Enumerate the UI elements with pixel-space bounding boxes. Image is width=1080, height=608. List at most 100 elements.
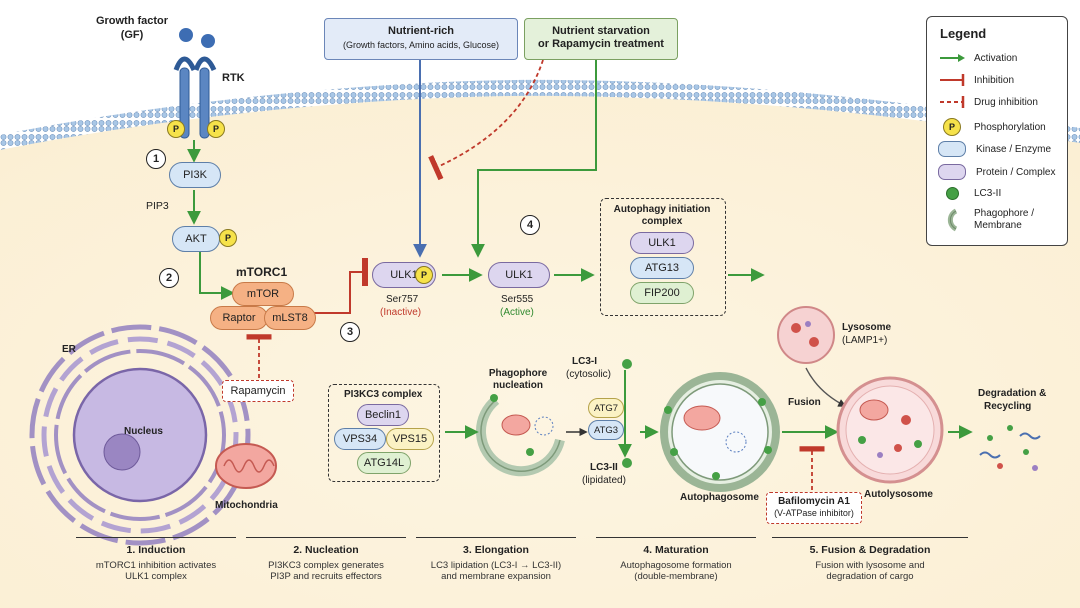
fip200-node: FIP200 — [630, 282, 694, 304]
stage-desc: degradation of cargo — [826, 571, 914, 582]
ulk1-active-node: ULK1 — [488, 262, 550, 288]
legend-phosphorylation: P Phosphorylation — [938, 118, 1046, 136]
legend-phagophore: Phagophore / Membrane — [938, 208, 1034, 232]
lamp1-label: (LAMP1+) — [842, 335, 888, 346]
ser757-label: Ser757 — [386, 294, 419, 305]
legend-activation: Activation — [938, 52, 1017, 64]
stage-title: 5. Fusion & Degradation — [809, 544, 931, 556]
mtor-node: mTOR — [232, 282, 294, 306]
phosphorylation-icon: P — [943, 118, 961, 136]
legend-inhibition: Inhibition — [938, 74, 1014, 86]
atg14l-node: ATG14L — [357, 452, 411, 474]
legend-phagophore-label: Phagophore / — [974, 208, 1035, 219]
legend-protein: Protein / Complex — [938, 164, 1055, 180]
ser555-label: Ser555 — [501, 294, 534, 305]
vps15-node: VPS15 — [386, 428, 434, 450]
raptor-node: Raptor — [210, 306, 268, 330]
stage-induction: 1. Induction mTORC1 inhibition activates… — [76, 537, 236, 582]
legend-lc3ii: LC3-II — [938, 187, 1001, 200]
lysosome-shape — [777, 306, 835, 364]
initiation-complex-title: Autophagy initiation complex — [613, 204, 711, 227]
beclin1-node: Beclin1 — [357, 404, 409, 426]
phosphorylation-icon: P — [219, 229, 237, 247]
stage-title: 3. Elongation — [463, 544, 529, 556]
bafilomycin-label: Bafilomycin A1 — [778, 496, 850, 507]
phagophore-shape — [475, 394, 565, 477]
er-label: ER — [62, 344, 76, 355]
atg13-node: ATG13 — [630, 257, 694, 279]
starvation-line1: Nutrient starvation — [552, 25, 650, 37]
legend-drug-inhibition-label: Drug inhibition — [974, 96, 1038, 108]
step-1-marker: 1 — [146, 149, 166, 169]
nucleus-label: Nucleus — [124, 426, 163, 437]
phagophore-membrane-icon — [947, 208, 958, 232]
endoplasmic-reticulum — [29, 324, 251, 546]
stage-title: 2. Nucleation — [293, 544, 359, 556]
stage-title: 4. Maturation — [643, 544, 709, 556]
growth-factor-label: Growth factor (GF) — [95, 15, 169, 41]
pi3k-node: PI3K — [169, 162, 221, 188]
cytosolic-label: (cytosolic) — [566, 369, 612, 380]
pi3kc3-title: PI3KC3 complex — [344, 389, 423, 400]
stage-desc: and membrane expansion — [441, 571, 551, 582]
legend-membrane-label: Membrane — [974, 220, 1022, 231]
phosphorylation-icon: P — [207, 120, 225, 138]
autolysosome-shape — [836, 376, 944, 484]
mtorc1-label: mTORC1 — [236, 265, 288, 279]
protein-swatch-icon — [938, 164, 966, 180]
stage-desc: PI3KC3 complex generates — [268, 560, 384, 571]
mlst8-node: mLST8 — [264, 306, 316, 330]
legend-activation-label: Activation — [974, 52, 1018, 64]
bafilomycin-box: Bafilomycin A1 (V-ATPase inhibitor) — [766, 492, 862, 524]
legend-inhibition-label: Inhibition — [974, 74, 1015, 86]
phosphorylation-icon: P — [415, 266, 433, 284]
mitochondria-shape — [215, 443, 277, 489]
drug-inhibition-icon — [940, 96, 965, 108]
nutrient-rich-title: Nutrient-rich — [388, 25, 454, 37]
lipidated-label: (lipidated) — [582, 475, 626, 486]
stage-desc: mTORC1 inhibition activates — [95, 560, 217, 571]
stage-desc: Autophagosome formation — [620, 560, 732, 571]
nucleus — [72, 367, 208, 503]
stage-title: 1. Induction — [126, 544, 186, 556]
legend-kinase-label: Kinase / Enzyme — [976, 143, 1052, 155]
stage-desc: LC3 lipidation (LC3-I → LC3-II) — [430, 560, 562, 571]
stage-maturation: 4. Maturation Autophagosome formation (d… — [596, 537, 756, 582]
ulk1-inactive-label: ULK1 — [390, 269, 418, 281]
starvation-box: Nutrient starvation or Rapamycin treatme… — [524, 18, 678, 60]
step-3-marker: 3 — [340, 322, 360, 342]
activation-arrow-icon — [940, 54, 965, 62]
inhibition-icon — [940, 74, 965, 86]
legend-protein-label: Protein / Complex — [976, 166, 1056, 178]
pip3-label: PIP3 — [146, 200, 169, 212]
stage-desc: (double-membrane) — [634, 571, 718, 582]
akt-node: AKT — [172, 226, 220, 252]
degradation-label: Degradation & — [978, 388, 1047, 399]
legend-drug-inhibition: Drug inhibition — [938, 96, 1038, 108]
vps34-node: VPS34 — [334, 428, 386, 450]
vatpase-label: (V-ATPase inhibitor) — [774, 508, 854, 518]
atg3-node: ATG3 — [588, 420, 624, 440]
legend-kinase: Kinase / Enzyme — [938, 141, 1051, 157]
rtk-label: RTK — [222, 72, 245, 84]
legend-lc3ii-label: LC3-II — [974, 188, 1002, 199]
stage-elongation: 3. Elongation LC3 lipidation (LC3-I → LC… — [416, 537, 576, 582]
kinase-swatch-icon — [938, 141, 966, 157]
fusion-label: Fusion — [788, 397, 821, 408]
autophagosome-shape — [660, 372, 780, 492]
rapamycin-box: Rapamycin — [222, 380, 294, 402]
step-2-marker: 2 — [159, 268, 179, 288]
active-label: (Active) — [500, 307, 534, 318]
stage-desc: PI3P and recruits effectors — [270, 571, 382, 582]
lc3i-label: LC3-I — [572, 356, 597, 367]
atg7-node: ATG7 — [588, 398, 624, 418]
pi3kc3-complex-box — [328, 384, 440, 482]
stage-desc: Fusion with lysosome and — [815, 560, 925, 571]
starvation-line2: or Rapamycin treatment — [538, 38, 664, 50]
phagophore-nucleation-label: Phagophore nucleation — [488, 368, 548, 391]
lc3ii-dot-icon — [945, 187, 959, 200]
stage-nucleation: 2. Nucleation PI3KC3 complex generates P… — [246, 537, 406, 582]
recycling-label: Recycling — [984, 401, 1032, 412]
inactive-label: (Inactive) — [380, 307, 422, 318]
